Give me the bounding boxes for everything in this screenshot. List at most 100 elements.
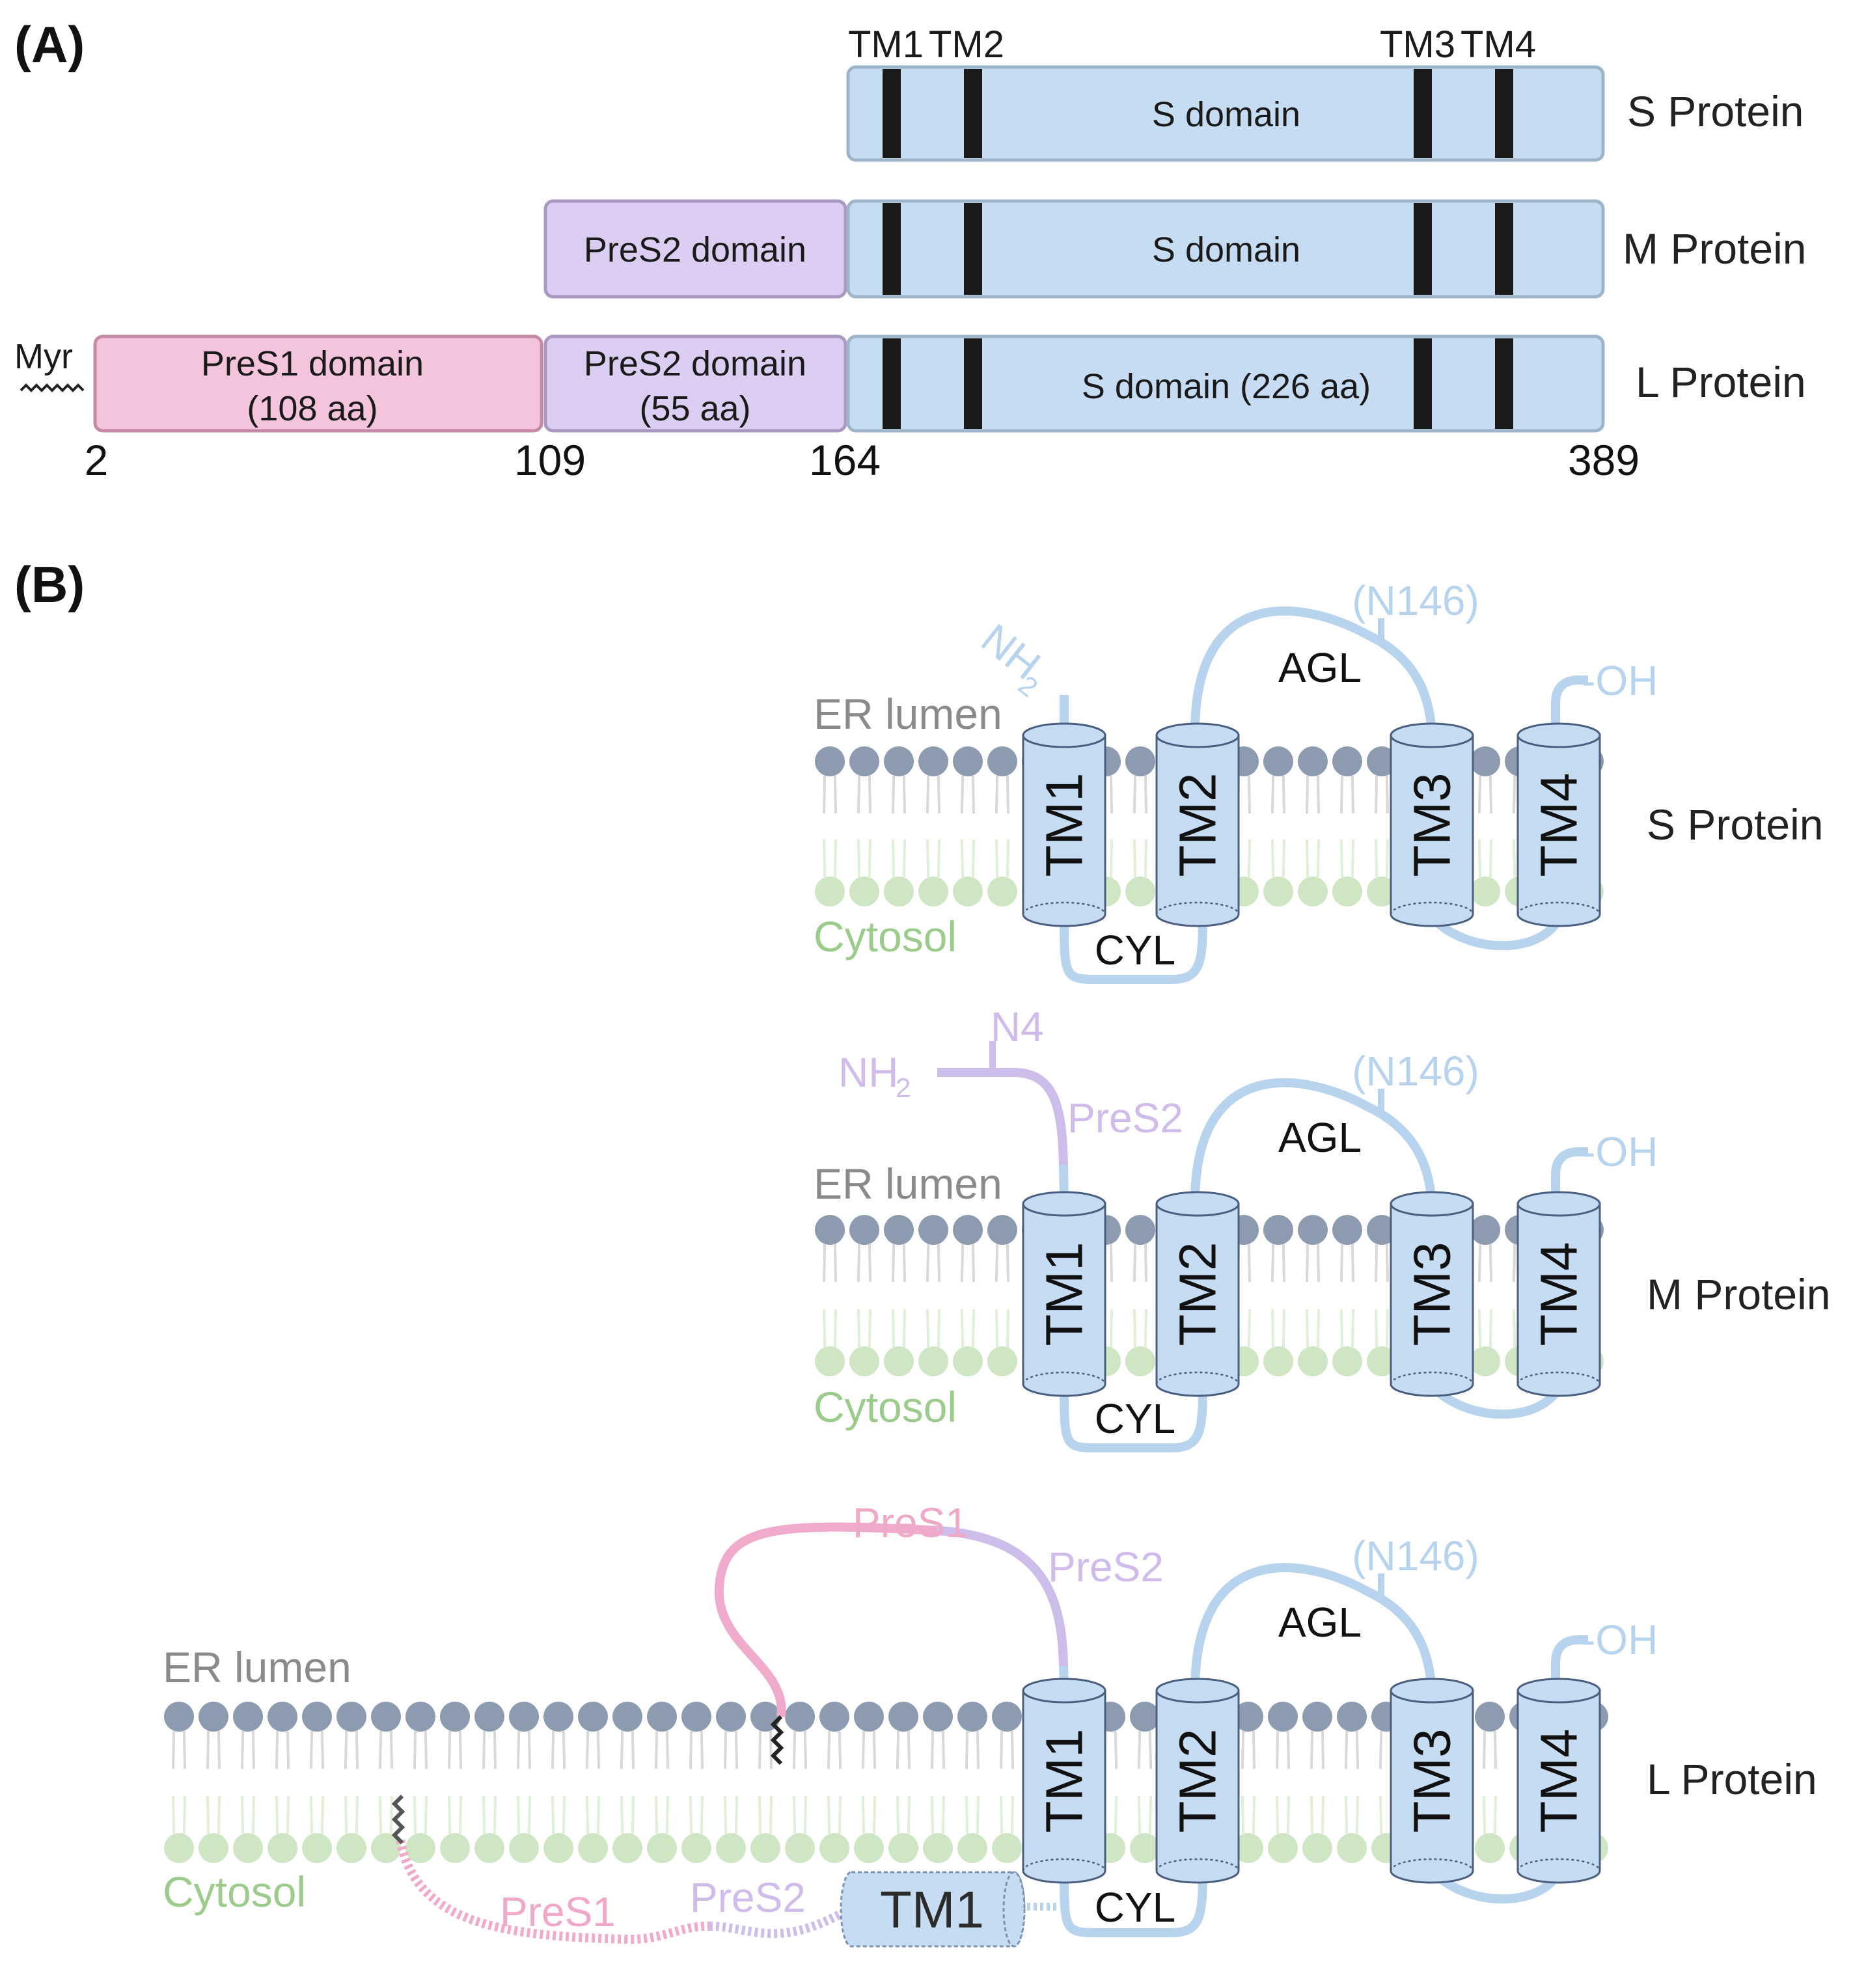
myr-zigzag <box>20 383 85 392</box>
lipid-tail <box>1306 1243 1320 1283</box>
lipid-head-lumen <box>405 1702 435 1732</box>
lipid-head-cytosol <box>233 1833 263 1863</box>
lipid-tail <box>1375 838 1389 878</box>
lipid-head-cytosol <box>815 1346 845 1376</box>
tm2-label: TM2 <box>1169 1242 1227 1346</box>
lipid-tail <box>926 774 940 815</box>
myr-anchor-lumen <box>770 1715 784 1765</box>
n4-label: N4 <box>991 1003 1044 1050</box>
lipid-head-lumen <box>1125 746 1155 776</box>
tm2-label: TM2 <box>1169 1729 1227 1833</box>
lipid-head-lumen <box>918 1215 948 1245</box>
lipid-head-lumen <box>1130 1702 1160 1732</box>
panel-a-label: (A) <box>14 16 85 73</box>
myr-anchor-cyto <box>391 1794 405 1845</box>
lipid-tail <box>310 1730 324 1770</box>
lipid-tail <box>517 1795 531 1835</box>
cterm-oh-label: -OH <box>1582 1616 1658 1663</box>
lipid-tail <box>1340 774 1354 815</box>
cyl-label: CYL <box>1095 1884 1176 1931</box>
lipid-tail <box>1237 838 1251 878</box>
lipid-tail <box>448 1795 462 1835</box>
lipid-tail <box>995 1243 1009 1283</box>
lipid-tail <box>1478 838 1492 878</box>
lipid-tail <box>931 1795 945 1835</box>
lipid-tail <box>482 1795 497 1835</box>
lipid-head-lumen <box>681 1702 711 1732</box>
lipid-tail <box>827 1795 842 1835</box>
er-lumen-label: ER lumen <box>814 690 1002 738</box>
lipid-tail <box>995 1308 1009 1348</box>
lipid-head-cytosol <box>199 1833 228 1863</box>
lipid-head-cytosol <box>849 877 879 906</box>
lipid-tail <box>344 1730 359 1770</box>
lipid-head-lumen <box>1332 1215 1362 1245</box>
lipid-tail <box>1133 1243 1147 1283</box>
lipid-head-cytosol <box>1263 1346 1293 1376</box>
cyl-label: CYL <box>1095 1395 1176 1442</box>
tm1-label: TM1 <box>848 23 924 66</box>
lipid-head-lumen <box>1332 746 1362 776</box>
s-domain-label: S domain (226 aa) <box>1082 367 1371 406</box>
lipid-head-cytosol <box>923 1833 953 1863</box>
lipid-head-cytosol <box>854 1833 884 1863</box>
lipid-head-lumen <box>1470 746 1500 776</box>
lipid-tail <box>1478 1243 1492 1283</box>
lipid-tail <box>655 1795 669 1835</box>
lipid-tail <box>1306 1308 1320 1348</box>
lipid-head-cytosol <box>1298 1346 1328 1376</box>
lipid-head-cytosol <box>953 1346 983 1376</box>
lipid-head-cytosol <box>992 1833 1022 1863</box>
tm2-bar <box>964 338 982 429</box>
lipid-tail <box>413 1795 428 1835</box>
n146-label: (N146) <box>1352 1048 1479 1095</box>
m-agl-loop <box>1190 1078 1436 1203</box>
pres2-domain-label: PreS2 domain <box>584 344 806 383</box>
lipid-head-cytosol <box>819 1833 849 1863</box>
tm1-cylinder: TM1 <box>1022 1191 1106 1397</box>
l-pres2-lumen-loop <box>937 1526 1068 1667</box>
lipid-head-lumen <box>1125 1215 1155 1245</box>
lipid-head-cytosol <box>785 1833 815 1863</box>
lipid-tail <box>1306 838 1320 878</box>
lipid-head-cytosol <box>543 1833 573 1863</box>
row-l-protein: Myr PreS1 domain (108 aa) PreS2 domain (… <box>14 334 1806 433</box>
lipid-tail <box>1478 774 1492 815</box>
lipid-head-cytosol <box>953 877 983 906</box>
tm1-cylinder: TM1 <box>1022 1678 1106 1884</box>
lipid-tail <box>1271 1308 1285 1348</box>
pres2-cyto-label: PreS2 <box>690 1874 806 1921</box>
lipid-head-lumen <box>371 1702 401 1732</box>
lipid-head-lumen <box>1475 1702 1505 1732</box>
lipid-tail <box>586 1795 600 1835</box>
lipid-head-lumen <box>785 1702 815 1732</box>
lipid-head-lumen <box>849 746 879 776</box>
lipid-tail <box>857 838 871 878</box>
tm4-bar <box>1495 69 1513 158</box>
cytosol-label: Cytosol <box>814 912 957 960</box>
lipid-head-lumen <box>1367 746 1397 776</box>
tm4-label: TM4 <box>1530 773 1588 877</box>
lipid-head-lumen <box>1233 1702 1263 1732</box>
lipid-head-lumen <box>987 1215 1017 1245</box>
lipid-head-cytosol <box>1302 1833 1332 1863</box>
lipid-head-lumen <box>164 1702 194 1732</box>
lipid-head-lumen <box>1263 1215 1293 1245</box>
lipid-tail <box>1138 1795 1152 1835</box>
s-domain-label: S domain <box>1152 95 1300 134</box>
lipid-tail <box>1310 1795 1324 1835</box>
lipid-head-cytosol <box>716 1833 746 1863</box>
lipid-tail <box>344 1795 359 1835</box>
lipid-head-lumen <box>888 1702 918 1732</box>
lipid-tail <box>965 1795 980 1835</box>
lipid-tail <box>1478 1308 1492 1348</box>
tm1-bar <box>883 338 901 429</box>
tm2-cylinder: TM2 <box>1155 722 1240 927</box>
lipid-tail <box>379 1795 393 1835</box>
s-protein-label: S Protein <box>1647 800 1823 849</box>
lipid-head-cytosol <box>884 1346 914 1376</box>
tm1-bar <box>883 69 901 158</box>
lipid-tail <box>926 1243 940 1283</box>
